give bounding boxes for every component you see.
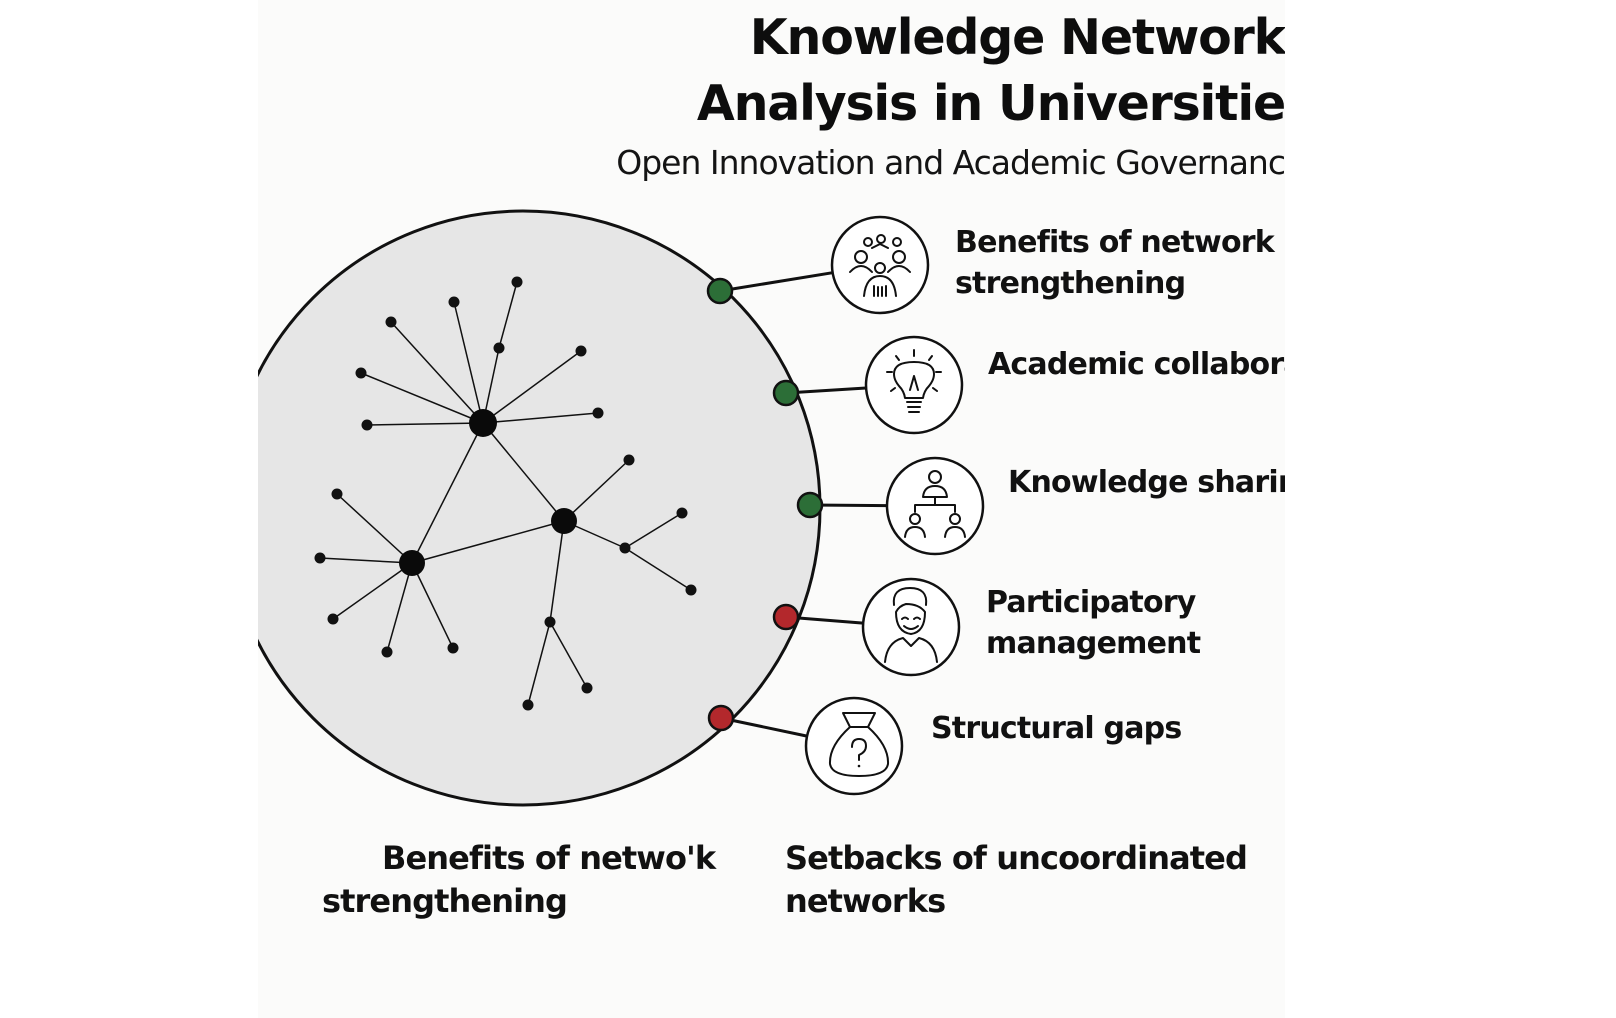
infographic-panel: Knowledge Network Analysis in Universiti…	[258, 0, 1285, 1018]
branch-label-1: Academic collabora	[988, 347, 1285, 382]
icon-badge-0	[830, 215, 930, 315]
subtitle: Open Innovation and Academic Governanc	[616, 143, 1285, 182]
caption-setbacks: Setbacks of uncoordinated networks	[785, 839, 1248, 921]
status-dot-negative	[707, 704, 735, 732]
network-hub-nodes	[399, 409, 577, 576]
status-dot-positive	[706, 277, 734, 305]
title-line-2: Analysis in Universitie	[696, 75, 1285, 132]
branch-label-2: Knowledge sharin	[1008, 465, 1285, 500]
branch-label-0: Benefits of network strengthening	[955, 225, 1275, 301]
branch-label-4: Structural gaps	[931, 711, 1182, 746]
caption-benefits: Benefits of netwo'k strengthening	[322, 839, 716, 921]
icon-badge-3	[861, 577, 961, 677]
status-dot-positive	[796, 491, 824, 519]
people-network-icon	[849, 234, 911, 297]
branch-label-3: Participatory management	[986, 585, 1201, 661]
network-leaf-nodes	[314, 276, 697, 711]
branch-connector-4	[720, 716, 808, 738]
hierarchy-icon	[904, 470, 966, 538]
question-bag-icon	[828, 712, 890, 777]
branch-connector-1	[785, 386, 867, 395]
icon-badge-1	[864, 335, 964, 435]
icon-badge-4	[804, 696, 904, 796]
title-line-1: Knowledge Network	[749, 9, 1285, 66]
status-dot-negative	[772, 603, 800, 631]
lightbulb-icon	[886, 349, 942, 413]
network-diagram	[258, 209, 985, 807]
network-circle	[258, 209, 822, 807]
status-dot-positive	[772, 379, 800, 407]
branch-connector-0	[719, 271, 833, 293]
smiling-person-icon	[884, 587, 938, 663]
